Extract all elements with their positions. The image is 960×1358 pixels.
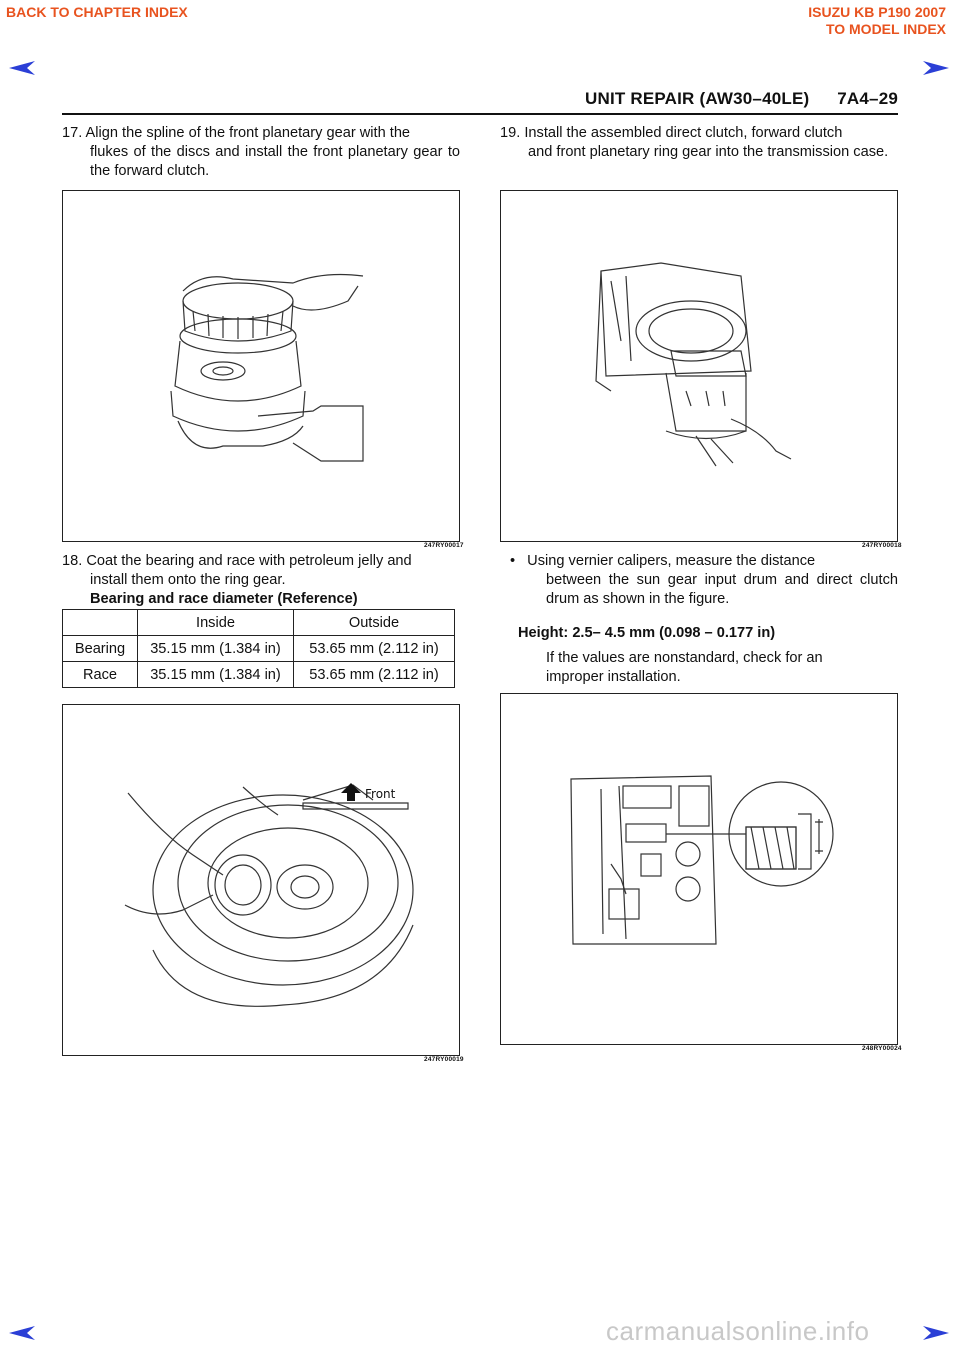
figure-4-code: 248RY00024: [862, 1045, 902, 1052]
table-header-cell: Outside: [293, 609, 455, 636]
note-text: improper installation.: [546, 669, 681, 685]
next-page-arrow-bottom-icon[interactable]: [922, 1325, 950, 1341]
step-17-number: 17.: [62, 125, 83, 141]
front-direction-label: Front: [365, 787, 396, 801]
table-cell: 35.15 mm (1.384 in): [137, 635, 294, 662]
bullet-line1: Using vernier calipers, measure the dist…: [527, 553, 816, 569]
watermark: carmanualsonline.info: [606, 1316, 870, 1346]
figure-2-code: 247RY00019: [424, 1056, 464, 1063]
model-index-link[interactable]: ISUZU KB P190 2007 TO MODEL INDEX: [808, 4, 946, 38]
to-model-index-label: TO MODEL INDEX: [825, 21, 946, 37]
step-19-number: 19.: [500, 125, 521, 141]
section-title: UNIT REPAIR (AW30–40LE): [584, 89, 810, 108]
bullet-icon: •: [510, 553, 516, 569]
step-18-number: 18.: [62, 553, 83, 569]
back-to-chapter-index-link[interactable]: BACK TO CHAPTER INDEX: [6, 4, 188, 20]
table-cell: 35.15 mm (1.384 in): [137, 661, 294, 688]
step-18: 18. Coat the bearing and race with petro…: [62, 552, 460, 609]
step-17: 17. Align the spline of the front planet…: [62, 124, 460, 181]
table-row: Bearing 35.15 mm (1.384 in) 53.65 mm (2.…: [62, 635, 455, 662]
table-header-row: Inside Outside: [62, 609, 455, 636]
bearing-race-diameter-table: Inside Outside Bearing 35.15 mm (1.384 i…: [62, 609, 455, 688]
nonstandard-note: If the values are nonstandard, check for…: [546, 649, 898, 687]
planetary-gear-illustration: [170, 273, 364, 462]
step-19-text: and front planetary ring gear into the t…: [528, 144, 889, 160]
step-17-line1: Align the spline of the front planetary …: [85, 125, 411, 141]
measurement-instruction: • Using vernier calipers, measure the di…: [500, 552, 898, 609]
table-header-cell: [62, 609, 138, 636]
table-cell: Bearing: [62, 635, 138, 662]
table-cell: 53.65 mm (2.112 in): [293, 661, 455, 688]
step-18-text: install them onto the ring gear.: [90, 572, 286, 588]
table-row: Race 35.15 mm (1.384 in) 53.65 mm (2.112…: [62, 661, 455, 688]
figure-front-planetary-gear: [62, 190, 460, 542]
table-header-cell: Inside: [137, 609, 294, 636]
page-header: UNIT REPAIR (AW30–40LE) 7A4–29: [585, 89, 898, 109]
table-title: Bearing and race diameter (Reference): [90, 591, 358, 607]
step-17-text: flukes of the discs and install the fron…: [90, 144, 460, 179]
note-line1: If the values are nonstandard, check for…: [546, 650, 823, 666]
step-18-line1: Coat the bearing and race with petroleum…: [86, 553, 412, 569]
next-page-arrow-icon[interactable]: [922, 60, 950, 76]
model-name-label: ISUZU KB P190 2007: [808, 4, 946, 20]
measurement-diagram-illustration: [570, 775, 834, 945]
step-19: 19. Install the assembled direct clutch,…: [500, 124, 898, 162]
header-rule: [62, 113, 898, 115]
figure-transmission-case: [500, 190, 898, 542]
previous-page-arrow-bottom-icon[interactable]: [8, 1325, 36, 1341]
bullet-text: between the sun gear input drum and dire…: [546, 572, 898, 607]
figure-3-code: 247RY00018: [862, 542, 902, 549]
height-spec: Height: 2.5– 4.5 mm (0.098 – 0.177 in): [518, 625, 776, 641]
figure-measurement-height: [500, 693, 898, 1045]
transmission-case-illustration: [595, 262, 792, 467]
figure-1-code: 247RY00017: [424, 542, 464, 549]
bearing-race-illustration: Front: [124, 783, 414, 1007]
figure-bearing-race: Front: [62, 704, 460, 1056]
table-cell: 53.65 mm (2.112 in): [293, 635, 455, 662]
table-cell: Race: [62, 661, 138, 688]
step-19-line1: Install the assembled direct clutch, for…: [524, 125, 843, 141]
page-number: 7A4–29: [837, 89, 898, 108]
previous-page-arrow-icon[interactable]: [8, 60, 36, 76]
